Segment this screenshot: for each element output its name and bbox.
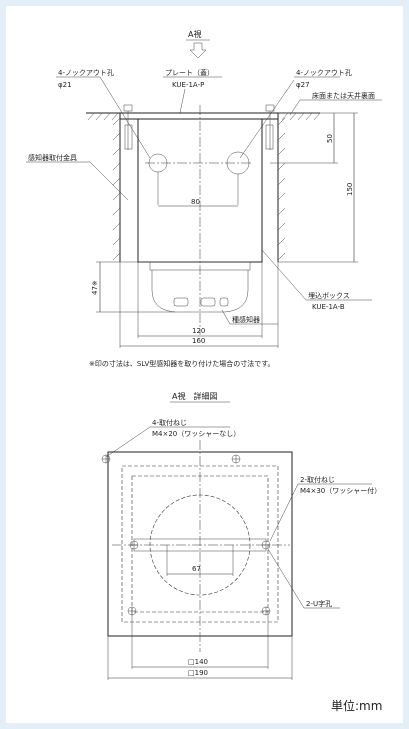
u-hole-right bbox=[261, 540, 271, 550]
knockout-left-size: φ21 bbox=[58, 81, 72, 89]
unit-label: 単位:mm bbox=[331, 698, 382, 713]
wall-right bbox=[277, 113, 286, 262]
cover-plate bbox=[119, 112, 279, 120]
mounting-screw-left bbox=[123, 104, 133, 150]
detector-body bbox=[149, 261, 251, 313]
detector-label: 種感知器 bbox=[232, 315, 260, 324]
plate-title: プレート（蓋） bbox=[165, 68, 214, 77]
view-label-a: A視 bbox=[188, 30, 201, 39]
fitting-leader bbox=[89, 161, 129, 201]
u-hole-label: 2-U字孔 bbox=[306, 599, 332, 608]
dim-140: □140 bbox=[188, 658, 208, 666]
dim-190: □190 bbox=[188, 669, 208, 677]
dim-80: 80 bbox=[191, 198, 200, 206]
box-title: 埋込ボックス bbox=[308, 291, 350, 300]
drawing-sheet bbox=[6, 6, 403, 723]
corner-screw-tr bbox=[231, 454, 241, 464]
detector-leader bbox=[221, 309, 231, 325]
box-leader bbox=[261, 249, 307, 301]
u-hole-leader bbox=[267, 548, 305, 609]
corner-screw-br bbox=[261, 606, 271, 616]
u-hole-left bbox=[129, 540, 139, 550]
dim-67: 67 bbox=[192, 565, 201, 573]
footnote: ※印の寸法は、SLV型感知器を取り付けた場合の寸法です。 bbox=[89, 359, 275, 368]
ceiling-left bbox=[86, 112, 120, 121]
knockout-right-title: 4-ノックアウト孔 bbox=[296, 69, 352, 77]
box-model: KUE-1A-B bbox=[312, 303, 345, 311]
corner-screw-tl bbox=[101, 454, 111, 464]
dim-47: 47※ bbox=[91, 280, 99, 295]
screw-right-spec: M4×30（ワッシャー付） bbox=[300, 486, 381, 495]
knockout-right-size: φ27 bbox=[296, 81, 310, 89]
plate-leader bbox=[179, 88, 186, 114]
dim-120: 120 bbox=[192, 327, 205, 335]
detail-title: A視 詳細図 bbox=[172, 391, 217, 401]
view-arrow-icon bbox=[189, 42, 207, 59]
wall-left bbox=[112, 113, 121, 262]
dim-50: 50 bbox=[326, 134, 334, 143]
dim-150: 150 bbox=[346, 183, 354, 196]
screw-left-title: 4-取付ねじ bbox=[152, 418, 187, 427]
dim-160: 160 bbox=[192, 337, 205, 345]
plate-model: KUE-1A-P bbox=[172, 81, 204, 89]
mounting-screw-right bbox=[265, 104, 275, 150]
fitting-label: 感知器取付金具 bbox=[28, 153, 77, 162]
knockout-left-title: 4-ノックアウト孔 bbox=[58, 69, 114, 77]
ceiling-note: 床面または天井裏面 bbox=[312, 91, 375, 100]
knockout-left-leader bbox=[99, 76, 151, 159]
screw-right-leader bbox=[269, 483, 299, 542]
screw-left-spec: M4×20（ワッシャーなし） bbox=[152, 430, 240, 438]
screw-right-title: 2-取付ねじ bbox=[300, 475, 335, 484]
